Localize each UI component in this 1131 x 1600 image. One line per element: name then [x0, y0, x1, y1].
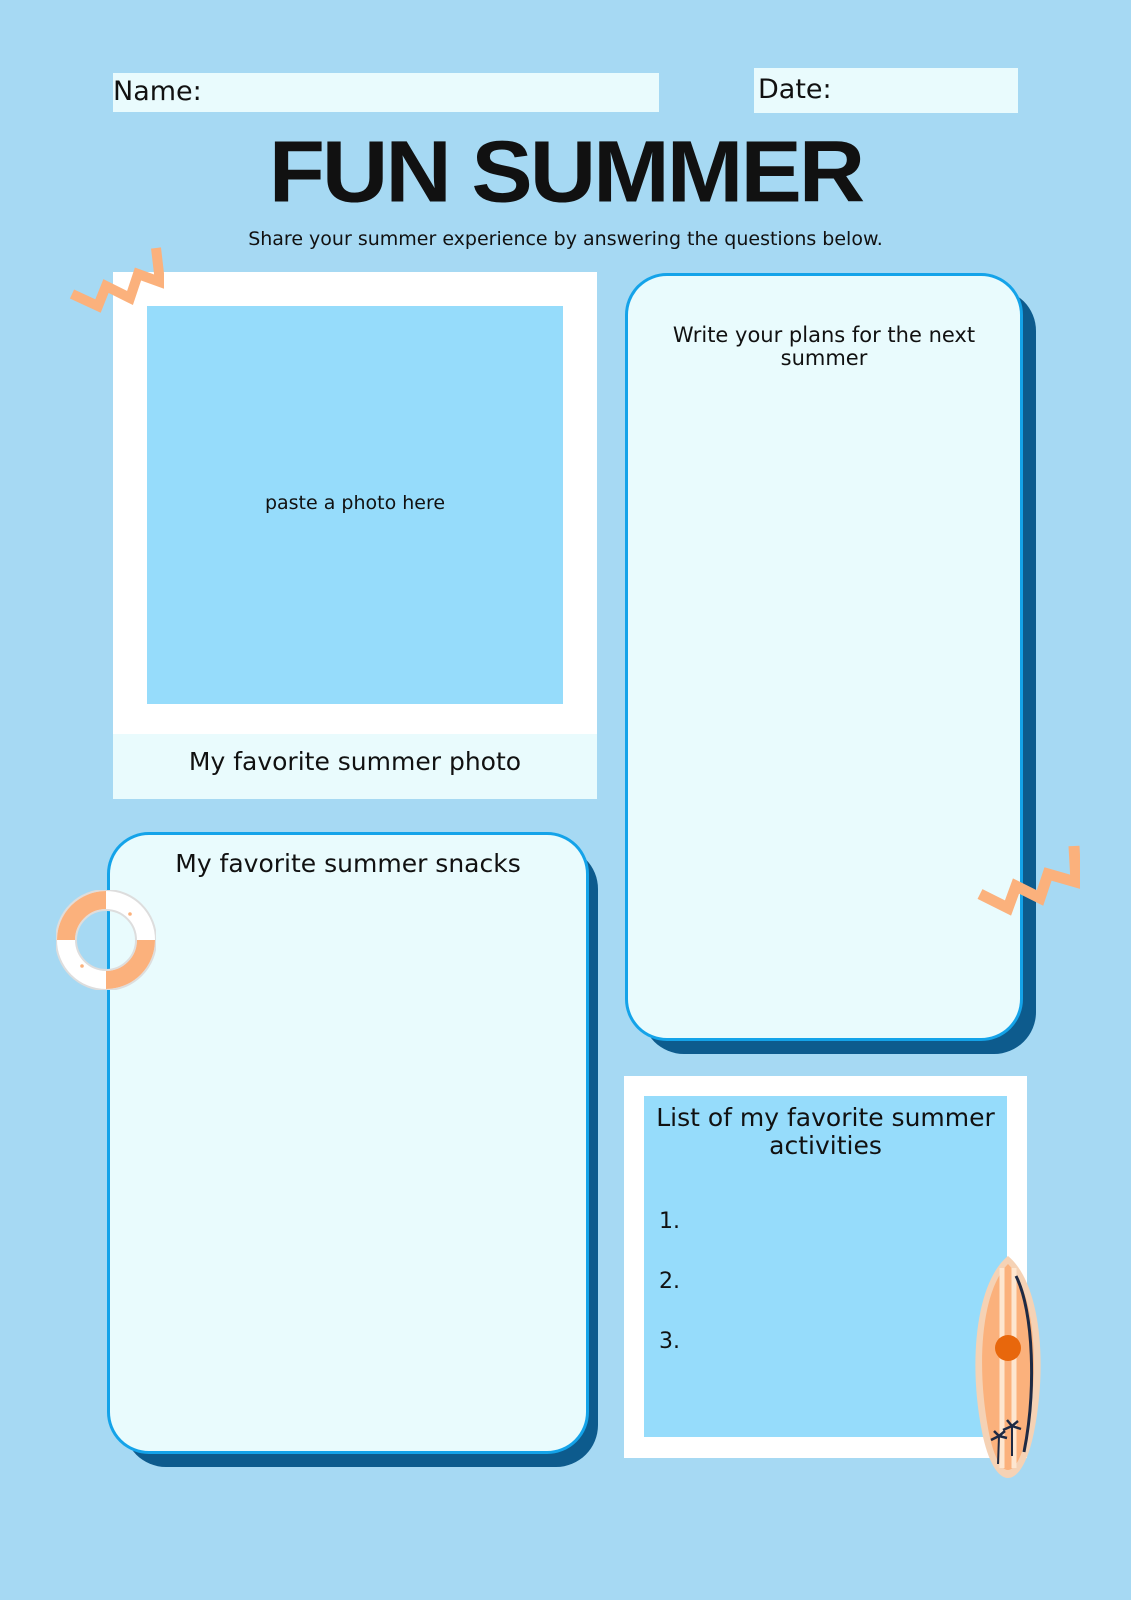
- photo-placeholder-text: paste a photo here: [264, 492, 446, 514]
- snacks-card[interactable]: My favorite summer snacks: [107, 832, 589, 1454]
- activities-frame: List of my favorite summer activities 1.…: [624, 1076, 1027, 1458]
- zigzag-icon: [69, 247, 164, 313]
- date-field[interactable]: [754, 68, 1018, 113]
- zigzag-icon: [977, 845, 1080, 916]
- photo-frame-border: paste a photo here: [113, 272, 597, 734]
- photo-caption: My favorite summer photo: [188, 747, 522, 776]
- activities-heading: List of my favorite summer activities: [656, 1103, 995, 1160]
- activities-area[interactable]: List of my favorite summer activities 1.…: [644, 1096, 1007, 1437]
- surfboard-icon: [975, 1256, 1041, 1478]
- photo-drop-area[interactable]: paste a photo here: [147, 306, 563, 704]
- plans-heading: Write your plans for the next summer: [672, 323, 976, 370]
- name-field[interactable]: [113, 73, 659, 112]
- list-item-number: 2.: [659, 1269, 680, 1294]
- name-label: Name:: [113, 76, 202, 107]
- list-item-number: 1.: [659, 1209, 680, 1234]
- snacks-heading: My favorite summer snacks: [175, 849, 521, 878]
- list-item-number: 3.: [659, 1329, 680, 1354]
- photo-frame: paste a photo here My favorite summer ph…: [113, 272, 597, 799]
- page-title: FUN SUMMER: [268, 123, 866, 221]
- plans-card[interactable]: Write your plans for the next summer: [625, 273, 1023, 1041]
- lifebuoy-icon: [56, 890, 156, 990]
- date-label: Date:: [758, 74, 832, 105]
- page-subtitle: Share your summer experience by answerin…: [248, 228, 883, 250]
